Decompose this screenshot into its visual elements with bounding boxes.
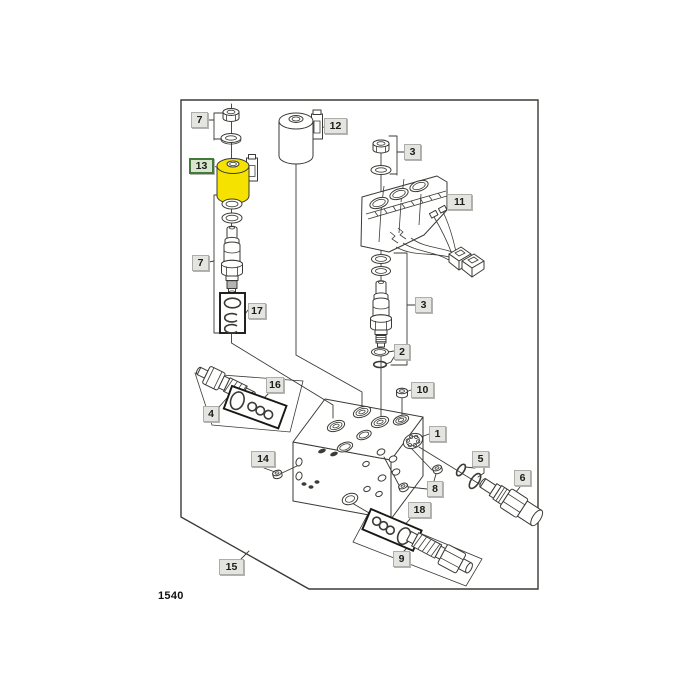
orings-2 — [371, 347, 389, 369]
part-washers-under-coil — [221, 198, 243, 224]
harness-connector — [448, 246, 485, 278]
orings-5 — [455, 463, 482, 490]
part-nut-washer-7 — [220, 108, 242, 145]
callout-3-nut-washer[interactable]: 3 — [404, 144, 421, 160]
wire-harness — [389, 204, 457, 263]
block-ports-sides — [295, 432, 424, 506]
part-valve-cartridge-7 — [221, 225, 243, 295]
callout-6-relief-valve[interactable]: 6 — [514, 470, 531, 486]
callout-7-nut-washer-top[interactable]: 7 — [191, 112, 208, 128]
callout-9-relief-valve[interactable]: 9 — [393, 551, 410, 567]
relief-valve-6 — [479, 478, 544, 527]
callout-17-seal-kit[interactable]: 17 — [248, 303, 266, 319]
callout-4-valve-assembly[interactable]: 4 — [203, 406, 219, 422]
part-coil-assembly-11 — [360, 175, 448, 253]
callout-10-plug[interactable]: 10 — [411, 382, 434, 398]
part-valve-cartridge-3 — [370, 254, 392, 348]
seal-kit-17 — [219, 292, 246, 334]
callout-13-solenoid-coil-highlighted[interactable]: 13 — [189, 158, 214, 174]
callout-7-valve-cartridge[interactable]: 7 — [192, 255, 209, 271]
block-ports-top — [318, 405, 410, 457]
callout-3-valve-cartridge[interactable]: 3 — [415, 297, 432, 313]
plug-10 — [396, 387, 408, 399]
plugs-8 — [398, 464, 443, 493]
callout-2-oring-kit[interactable]: 2 — [394, 344, 410, 360]
callout-12-solenoid-coil[interactable]: 12 — [324, 118, 347, 134]
relief-valve-9 — [406, 531, 473, 574]
callout-16-seal-kit[interactable]: 16 — [266, 377, 284, 393]
callout-11-coil-assembly[interactable]: 11 — [447, 194, 472, 210]
part-solenoid-coil-12 — [278, 109, 323, 165]
group-outline-9 — [352, 511, 483, 587]
callout-18-seal-kit[interactable]: 18 — [408, 502, 431, 518]
callout-5-orings[interactable]: 5 — [472, 451, 489, 467]
frame-border — [180, 99, 539, 590]
plug-14 — [272, 469, 283, 480]
callout-15-housing-outline[interactable]: 15 — [219, 559, 244, 575]
part-solenoid-coil-13-highlighted — [216, 154, 258, 204]
seal-kit-16 — [222, 384, 288, 430]
figure-code: 1540 — [158, 590, 184, 602]
callout-1-valve-block[interactable]: 1 — [429, 426, 446, 442]
part-nut-washer-3 — [370, 139, 392, 175]
callout-8-plugs[interactable]: 8 — [427, 481, 443, 497]
callout-14-plug[interactable]: 14 — [251, 451, 275, 467]
